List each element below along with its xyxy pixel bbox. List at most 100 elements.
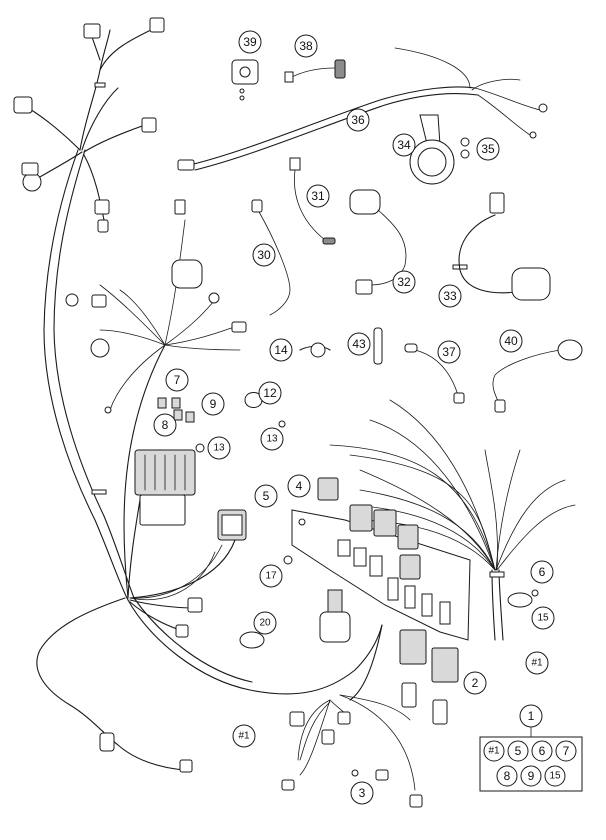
callout-36-label: 36 (351, 113, 365, 127)
callout-12-label: 12 (263, 386, 277, 400)
callout-2: 2 (463, 671, 487, 695)
callout-31-label: 31 (311, 189, 325, 203)
callout-37: 37 (437, 340, 461, 364)
callout-harness-bottom-label: #1 (238, 731, 250, 742)
screws-part-35 (460, 137, 470, 159)
cover-part-20 (239, 631, 265, 649)
connector-part-36 (177, 103, 548, 171)
bracket-part-43 (373, 327, 383, 365)
switch-part-38 (284, 59, 346, 83)
legend-item-9-label: 9 (528, 769, 535, 783)
multi-pin-connector (217, 509, 247, 541)
screw-part-13 (195, 420, 286, 453)
relays-part-2 (399, 629, 459, 683)
top-left-connectors (13, 17, 165, 233)
callout-13-lower-label: 13 (213, 443, 225, 454)
legend-item-6-label: 6 (539, 744, 546, 758)
callout-9-label: 9 (210, 397, 217, 411)
callout-6: 6 (530, 560, 554, 584)
callout-3: 3 (350, 781, 374, 805)
fuse-box (134, 449, 196, 526)
callout-38: 38 (294, 34, 318, 58)
callout-39-label: 39 (243, 35, 257, 49)
callout-5-label: 5 (263, 489, 270, 503)
callout-6-label: 6 (539, 565, 546, 579)
callout-30: 30 (252, 243, 276, 267)
callout-35-label: 35 (481, 142, 495, 156)
callout-9: 9 (201, 392, 225, 416)
screw-part-17 (283, 555, 293, 565)
screw-part-15 (531, 589, 539, 597)
callout-14: 14 (269, 338, 293, 362)
callout-7-label: 7 (174, 373, 181, 387)
cable-part-31 (289, 157, 336, 245)
legend-item-6: 6 (531, 740, 553, 762)
callout-38-label: 38 (299, 39, 313, 53)
callout-14-label: 14 (274, 343, 288, 357)
callout-17: 17 (259, 564, 283, 588)
legend-item-8: 8 (496, 765, 518, 787)
legend-item-15-label: 15 (549, 771, 561, 782)
callout-15-label: 15 (537, 613, 549, 624)
horn-part-34 (409, 114, 455, 185)
callout-12: 12 (258, 381, 282, 405)
legend-item-harness-label: #1 (488, 746, 500, 757)
callout-harness-bottom: #1 (232, 724, 256, 748)
callout-43: 43 (347, 332, 371, 356)
switch-part-40 (492, 339, 583, 413)
callouts: 39 38 36 34 35 31 30 32 (153, 30, 555, 805)
callout-33: 33 (438, 284, 462, 308)
callout-32-label: 32 (397, 275, 411, 289)
callout-8: 8 (153, 413, 177, 437)
left-middle-connectors (65, 199, 247, 414)
callout-34: 34 (392, 133, 416, 157)
callout-40: 40 (499, 329, 523, 353)
callout-7: 7 (165, 368, 189, 392)
callout-4: 4 (287, 474, 311, 498)
fuses (157, 397, 195, 423)
callout-13-lower: 13 (207, 436, 231, 460)
legend-item-5: 5 (507, 740, 529, 762)
sensor-part-39 (231, 59, 259, 101)
callout-34-label: 34 (397, 138, 411, 152)
bottom-connectors (99, 589, 448, 808)
legend-item-9: 9 (520, 765, 542, 787)
callout-20-label: 20 (259, 618, 271, 629)
switch-part-32 (349, 189, 407, 295)
legend-item-7-label: 7 (563, 744, 570, 758)
callout-33-label: 33 (443, 289, 457, 303)
legend-item-15: 15 (544, 765, 566, 787)
mounting-plate-part-5 (291, 509, 471, 641)
clip-part-6 (507, 592, 533, 608)
cable-part-30 (251, 199, 291, 316)
callout-5: 5 (254, 484, 278, 508)
callout-4-label: 4 (296, 479, 303, 493)
callout-15: 15 (531, 606, 555, 630)
legend-item-5-label: 5 (515, 744, 522, 758)
callout-32: 32 (392, 270, 416, 294)
callout-2-label: 2 (472, 676, 479, 690)
sensor-part-37 (404, 343, 465, 404)
callout-36: 36 (346, 108, 370, 132)
callout-17-label: 17 (265, 571, 277, 582)
legend-item-harness: #1 (483, 740, 505, 762)
callout-43-label: 43 (352, 337, 366, 351)
callout-harness-right-label: #1 (531, 658, 543, 669)
callout-13-upper: 13 (260, 427, 284, 451)
callout-20: 20 (253, 611, 277, 635)
callout-31: 31 (306, 184, 330, 208)
callout-8-label: 8 (162, 418, 169, 432)
callout-30-label: 30 (257, 248, 271, 262)
kit-legend: 1 #1 5 6 7 8 9 15 (479, 704, 583, 792)
legend-item-8-label: 8 (504, 769, 511, 783)
callout-40-label: 40 (504, 334, 518, 348)
switch-part-33 (458, 192, 551, 301)
callout-37-label: 37 (442, 345, 456, 359)
callout-13-upper-label: 13 (266, 434, 278, 445)
callout-35: 35 (476, 137, 500, 161)
relay-part-4 (317, 477, 339, 501)
callout-harness-right: #1 (525, 651, 549, 675)
legend-title: 1 (528, 709, 535, 723)
plug-part-3 (351, 769, 359, 777)
